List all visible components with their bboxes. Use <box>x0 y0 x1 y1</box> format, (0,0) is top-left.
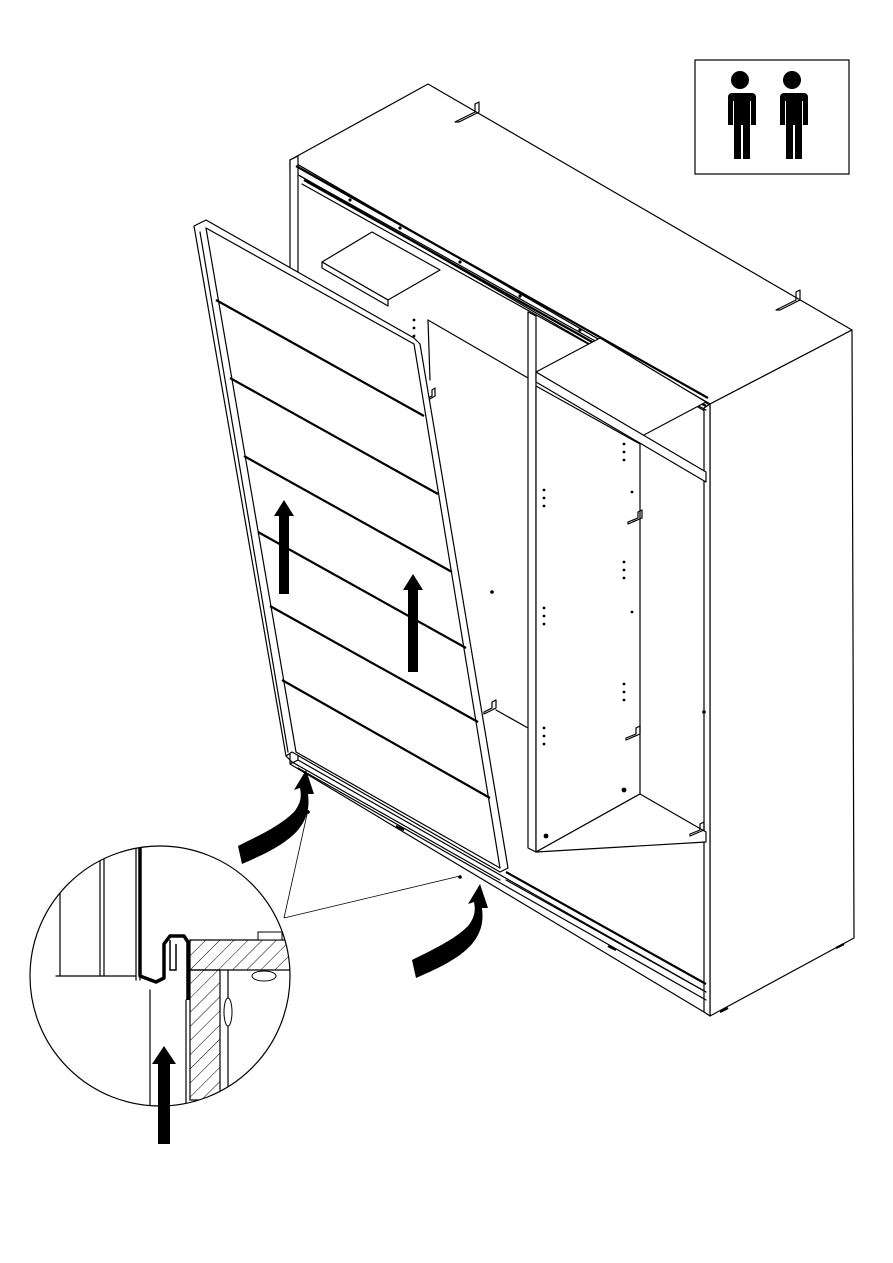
door-panel <box>194 220 508 872</box>
curved-arrow-icon <box>412 884 488 978</box>
middle-divider <box>528 312 536 852</box>
detail-magnifier <box>30 846 290 1144</box>
curved-arrow-icon <box>238 770 314 864</box>
two-person-icon <box>695 60 849 174</box>
sliding-door <box>194 220 508 880</box>
rail-bracket <box>484 700 496 714</box>
right-side-panel <box>710 330 854 1016</box>
